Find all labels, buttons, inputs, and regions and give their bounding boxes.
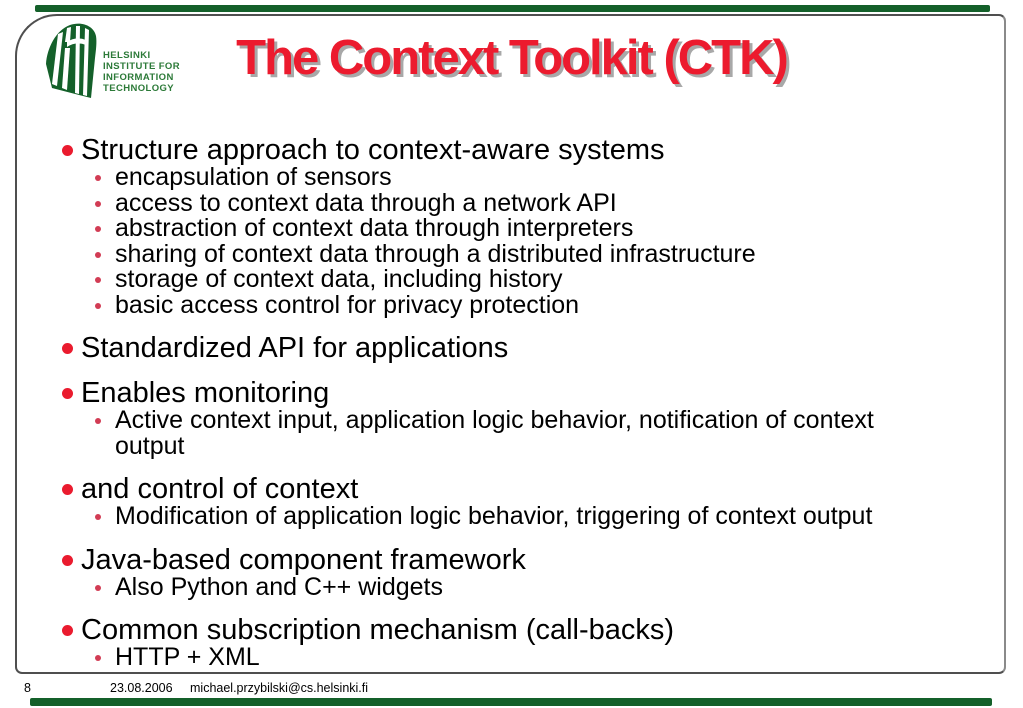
sub-bullet-text: abstraction of context data through inte…: [115, 214, 634, 242]
sub-bullet-item: basic access control for privacy protect…: [95, 290, 983, 319]
logo-line-1: HELSINKI: [103, 50, 151, 61]
hiit-logo-icon: [46, 23, 97, 98]
logo-line-2: INSTITUTE FOR: [103, 61, 180, 72]
sub-bullet-icon: [95, 226, 101, 232]
sub-bullet-item: encapsulation of sensors: [95, 163, 983, 191]
sub-bullet-text: Active context input, application logic …: [115, 406, 874, 460]
sub-bullet-item: sharing of context data through a distri…: [95, 239, 983, 268]
sub-bullet-icon: [95, 655, 101, 661]
logo-line-4: TECHNOLOGY: [103, 83, 175, 94]
hiit-logo-text: HELSINKI INSTITUTE FOR INFORMATION TECHN…: [103, 50, 180, 94]
sub-bullet-item: storage of context data, including histo…: [95, 265, 983, 293]
bullet-icon: [62, 343, 73, 354]
sub-bullet-text: basic access control for privacy protect…: [115, 290, 580, 319]
bullet-group: and control of context Modification of a…: [62, 474, 983, 530]
sub-bullet-item: Modification of application logic behavi…: [95, 502, 983, 530]
bullet-group: Standardized API for applications: [62, 333, 983, 363]
bullet-text: Standardized API for applications: [81, 332, 509, 364]
bullet-text: and control of context: [81, 473, 359, 505]
bullet-text: Enables monitoring: [81, 377, 330, 409]
bullet-icon: [62, 388, 73, 399]
bullet-icon: [62, 625, 73, 636]
bullet-item: Java-based component framework: [62, 545, 983, 575]
page-number: 8: [24, 681, 31, 695]
bullet-icon: [62, 484, 73, 495]
bullet-item: Enables monitoring: [62, 378, 983, 408]
bottom-green-bar: [30, 698, 992, 706]
bullet-group: Structure approach to context-aware syst…: [62, 135, 983, 318]
bullet-text: Common subscription mechanism (call-back…: [81, 614, 675, 646]
slide-title: The Context Toolkit (CTK): [236, 31, 789, 85]
bullet-item: and control of context: [62, 474, 983, 504]
bullet-text: Java-based component framework: [81, 543, 526, 576]
top-green-bar: [35, 5, 990, 12]
sub-bullet-text: HTTP + XML: [115, 643, 260, 671]
logo-line-3: INFORMATION: [103, 72, 174, 83]
sub-bullet-item: Also Python and C++ widgets: [95, 572, 983, 601]
sub-bullet-item: abstraction of context data through inte…: [95, 214, 983, 242]
sub-bullet-icon: [95, 251, 101, 258]
slide-body: Structure approach to context-aware syst…: [62, 135, 983, 671]
sub-bullet-item: HTTP + XML: [95, 643, 983, 671]
bullet-group: Common subscription mechanism (call-back…: [62, 615, 983, 671]
sub-bullet-icon: [95, 175, 101, 181]
bullet-icon: [62, 554, 73, 566]
footer-date: 23.08.2006: [110, 681, 173, 695]
bullet-item: Common subscription mechanism (call-back…: [62, 615, 983, 645]
bullet-text: Structure approach to context-aware syst…: [81, 134, 665, 166]
hiit-logo: [30, 20, 102, 105]
slide-border-frame: [15, 14, 1006, 674]
sub-bullet-icon: [95, 584, 101, 591]
sub-bullet-item: Active context input, application logic …: [95, 406, 983, 460]
sub-bullet-text: Modification of application logic behavi…: [115, 502, 873, 530]
slide-footer: 8 23.08.2006 michael.przybilski@cs.helsi…: [0, 681, 1023, 697]
sub-bullet-text: encapsulation of sensors: [115, 163, 392, 191]
sub-bullet-item: access to context data through a network…: [95, 188, 983, 217]
bullet-group: Enables monitoring Active context input,…: [62, 378, 983, 459]
bullet-group: Java-based component framework Also Pyth…: [62, 545, 983, 601]
sub-bullet-text: Also Python and C++ widgets: [115, 572, 443, 601]
footer-email: michael.przybilski@cs.helsinki.fi: [190, 681, 369, 695]
bullet-icon: [62, 145, 73, 156]
sub-bullet-icon: [95, 200, 101, 207]
sub-bullet-text: sharing of context data through a distri…: [115, 239, 756, 268]
sub-bullet-icon: [95, 277, 101, 283]
sub-bullet-icon: [95, 418, 101, 424]
sub-bullet-icon: [95, 514, 101, 520]
sub-bullet-text: access to context data through a network…: [115, 188, 617, 217]
sub-bullet-icon: [95, 302, 101, 309]
bullet-item: Structure approach to context-aware syst…: [62, 135, 983, 165]
bullet-item: Standardized API for applications: [62, 333, 983, 363]
sub-bullet-text: storage of context data, including histo…: [115, 265, 563, 293]
